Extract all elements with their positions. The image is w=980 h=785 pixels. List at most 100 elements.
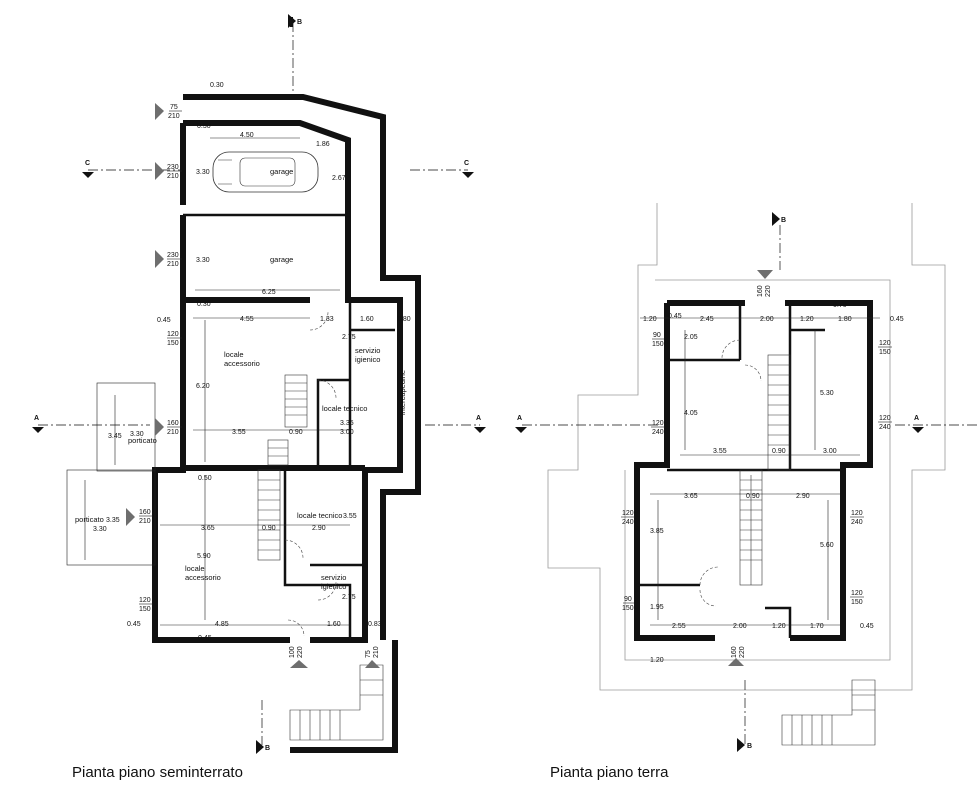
svg-text:240: 240 xyxy=(851,519,863,526)
opening-marker xyxy=(290,660,308,668)
dimension-label: 5.60 xyxy=(820,542,834,549)
dimension-label: 3.30 xyxy=(93,526,107,533)
porticato1-outline xyxy=(96,382,156,472)
room-label: porticato xyxy=(75,515,104,524)
room-label: locale tecnico xyxy=(297,511,342,520)
external-stair-wall xyxy=(290,640,398,753)
section-label: B xyxy=(747,743,752,750)
opening-label: 120 240 xyxy=(850,510,864,526)
dimension-label: 4.55 xyxy=(240,316,254,323)
basement-stair-2 xyxy=(257,469,281,561)
svg-text:210: 210 xyxy=(167,429,179,436)
dimension-label: 0.45 xyxy=(157,317,171,324)
svg-text:160: 160 xyxy=(731,646,738,658)
svg-text:210: 210 xyxy=(167,261,179,268)
dimension-label: 4.05 xyxy=(684,410,698,417)
section-label: B xyxy=(297,19,302,26)
basement-outer-wall xyxy=(183,94,421,640)
dimension-label: 0.90 xyxy=(772,448,786,455)
room-label: intercapedine xyxy=(398,370,407,415)
opening-label: 160 210 xyxy=(167,420,182,436)
opening-label: 75 210 xyxy=(365,646,380,658)
room-label: locale tecnico xyxy=(322,404,367,413)
dimension-label: 0.45 xyxy=(650,635,664,642)
dimension-label: 3.55 xyxy=(232,429,246,436)
dimension-label: 3.65 xyxy=(201,525,215,532)
opening-label: 120 150 xyxy=(878,340,892,356)
dimension-label: 1.20 xyxy=(800,316,814,323)
dimension-label: 6.20 xyxy=(196,383,210,390)
ground-outer-wall xyxy=(634,300,873,641)
opening-label: 230 210 xyxy=(167,164,182,180)
dimension-label: 0.45 xyxy=(198,635,212,642)
dimension-label: 1.60 xyxy=(327,621,341,628)
svg-text:150: 150 xyxy=(652,341,664,348)
footprint-outline xyxy=(624,279,891,661)
svg-text:75: 75 xyxy=(170,104,178,111)
door-arc xyxy=(287,619,305,637)
dimension-label: 2.00 xyxy=(760,316,774,323)
dimension-label: 0.83 xyxy=(368,621,382,628)
dimension-label: 1.20 xyxy=(643,316,657,323)
basement-plan: B B C C A A garage garage xyxy=(32,14,486,754)
section-marker-a-left: A xyxy=(515,415,527,433)
dimension-label: 1.60 xyxy=(360,316,374,323)
dimension-label: 2.90 xyxy=(312,525,326,532)
dimension-label: 3.00 xyxy=(823,448,837,455)
dimension-label: 2.75 xyxy=(342,594,356,601)
ground-wall xyxy=(765,606,792,638)
opening-marker xyxy=(126,508,135,526)
section-marker-b-bottom: B xyxy=(737,738,752,752)
opening-marker xyxy=(155,162,164,180)
room-label: garage xyxy=(270,255,293,264)
opening-label: 160 220 xyxy=(757,285,772,297)
dimension-label: 2.90 xyxy=(796,493,810,500)
dimension-label: 3.45 xyxy=(108,433,122,440)
section-label: A xyxy=(517,415,522,422)
dimension-label: 3.30 xyxy=(196,257,210,264)
opening-label: 75 210 xyxy=(168,104,182,120)
dimension-label: 3.65 xyxy=(684,493,698,500)
opening-marker xyxy=(757,270,773,279)
dimension-label: 2.67 xyxy=(332,175,346,182)
ground-external-stair xyxy=(781,679,876,746)
svg-text:120: 120 xyxy=(851,510,863,517)
svg-text:120: 120 xyxy=(167,331,179,338)
ground-floor-plan: B B A A 1.20 0.45 2.45 2.00 1.20 1.80 0.… xyxy=(515,203,980,752)
room-label: accessorio xyxy=(185,573,221,582)
section-marker-b-top: B xyxy=(288,14,302,28)
svg-text:220: 220 xyxy=(765,285,772,297)
room-label: igienico xyxy=(355,355,380,364)
dimension-label: 4.85 xyxy=(215,621,229,628)
dimension-label: 2.05 xyxy=(684,334,698,341)
svg-text:120: 120 xyxy=(851,590,863,597)
door-arc xyxy=(744,364,762,382)
section-marker-a-left: A xyxy=(32,415,44,433)
opening-marker xyxy=(155,250,164,268)
svg-text:240: 240 xyxy=(879,424,891,431)
svg-text:150: 150 xyxy=(139,606,151,613)
opening-label: 100 220 xyxy=(289,646,304,658)
svg-text:220: 220 xyxy=(739,646,746,658)
room-label: servizio xyxy=(321,573,346,582)
opening-label: 90 150 xyxy=(622,596,635,612)
svg-text:160: 160 xyxy=(167,420,179,427)
svg-text:150: 150 xyxy=(851,599,863,606)
svg-text:90: 90 xyxy=(624,596,632,603)
terrain-outline xyxy=(547,203,946,691)
dimension-label: 0.70 xyxy=(833,302,847,309)
dimension-label: 5.30 xyxy=(820,390,834,397)
car-symbol xyxy=(212,151,319,193)
dimension-label: 0.45 xyxy=(668,313,682,320)
dimension-label: 3.55 xyxy=(713,448,727,455)
opening-label: 120 150 xyxy=(167,331,182,347)
section-marker-b-bottom: B xyxy=(256,740,270,754)
dimension-label: 0.45 xyxy=(127,621,141,628)
svg-text:240: 240 xyxy=(652,429,664,436)
svg-text:75: 75 xyxy=(365,650,372,658)
opening-label: 120 150 xyxy=(850,590,864,606)
dimension-label: 1.20 xyxy=(650,657,664,664)
dimension-label: 1.80 xyxy=(838,316,852,323)
svg-text:210: 210 xyxy=(168,113,180,120)
basement-plan-title: Pianta piano seminterrato xyxy=(72,764,243,781)
